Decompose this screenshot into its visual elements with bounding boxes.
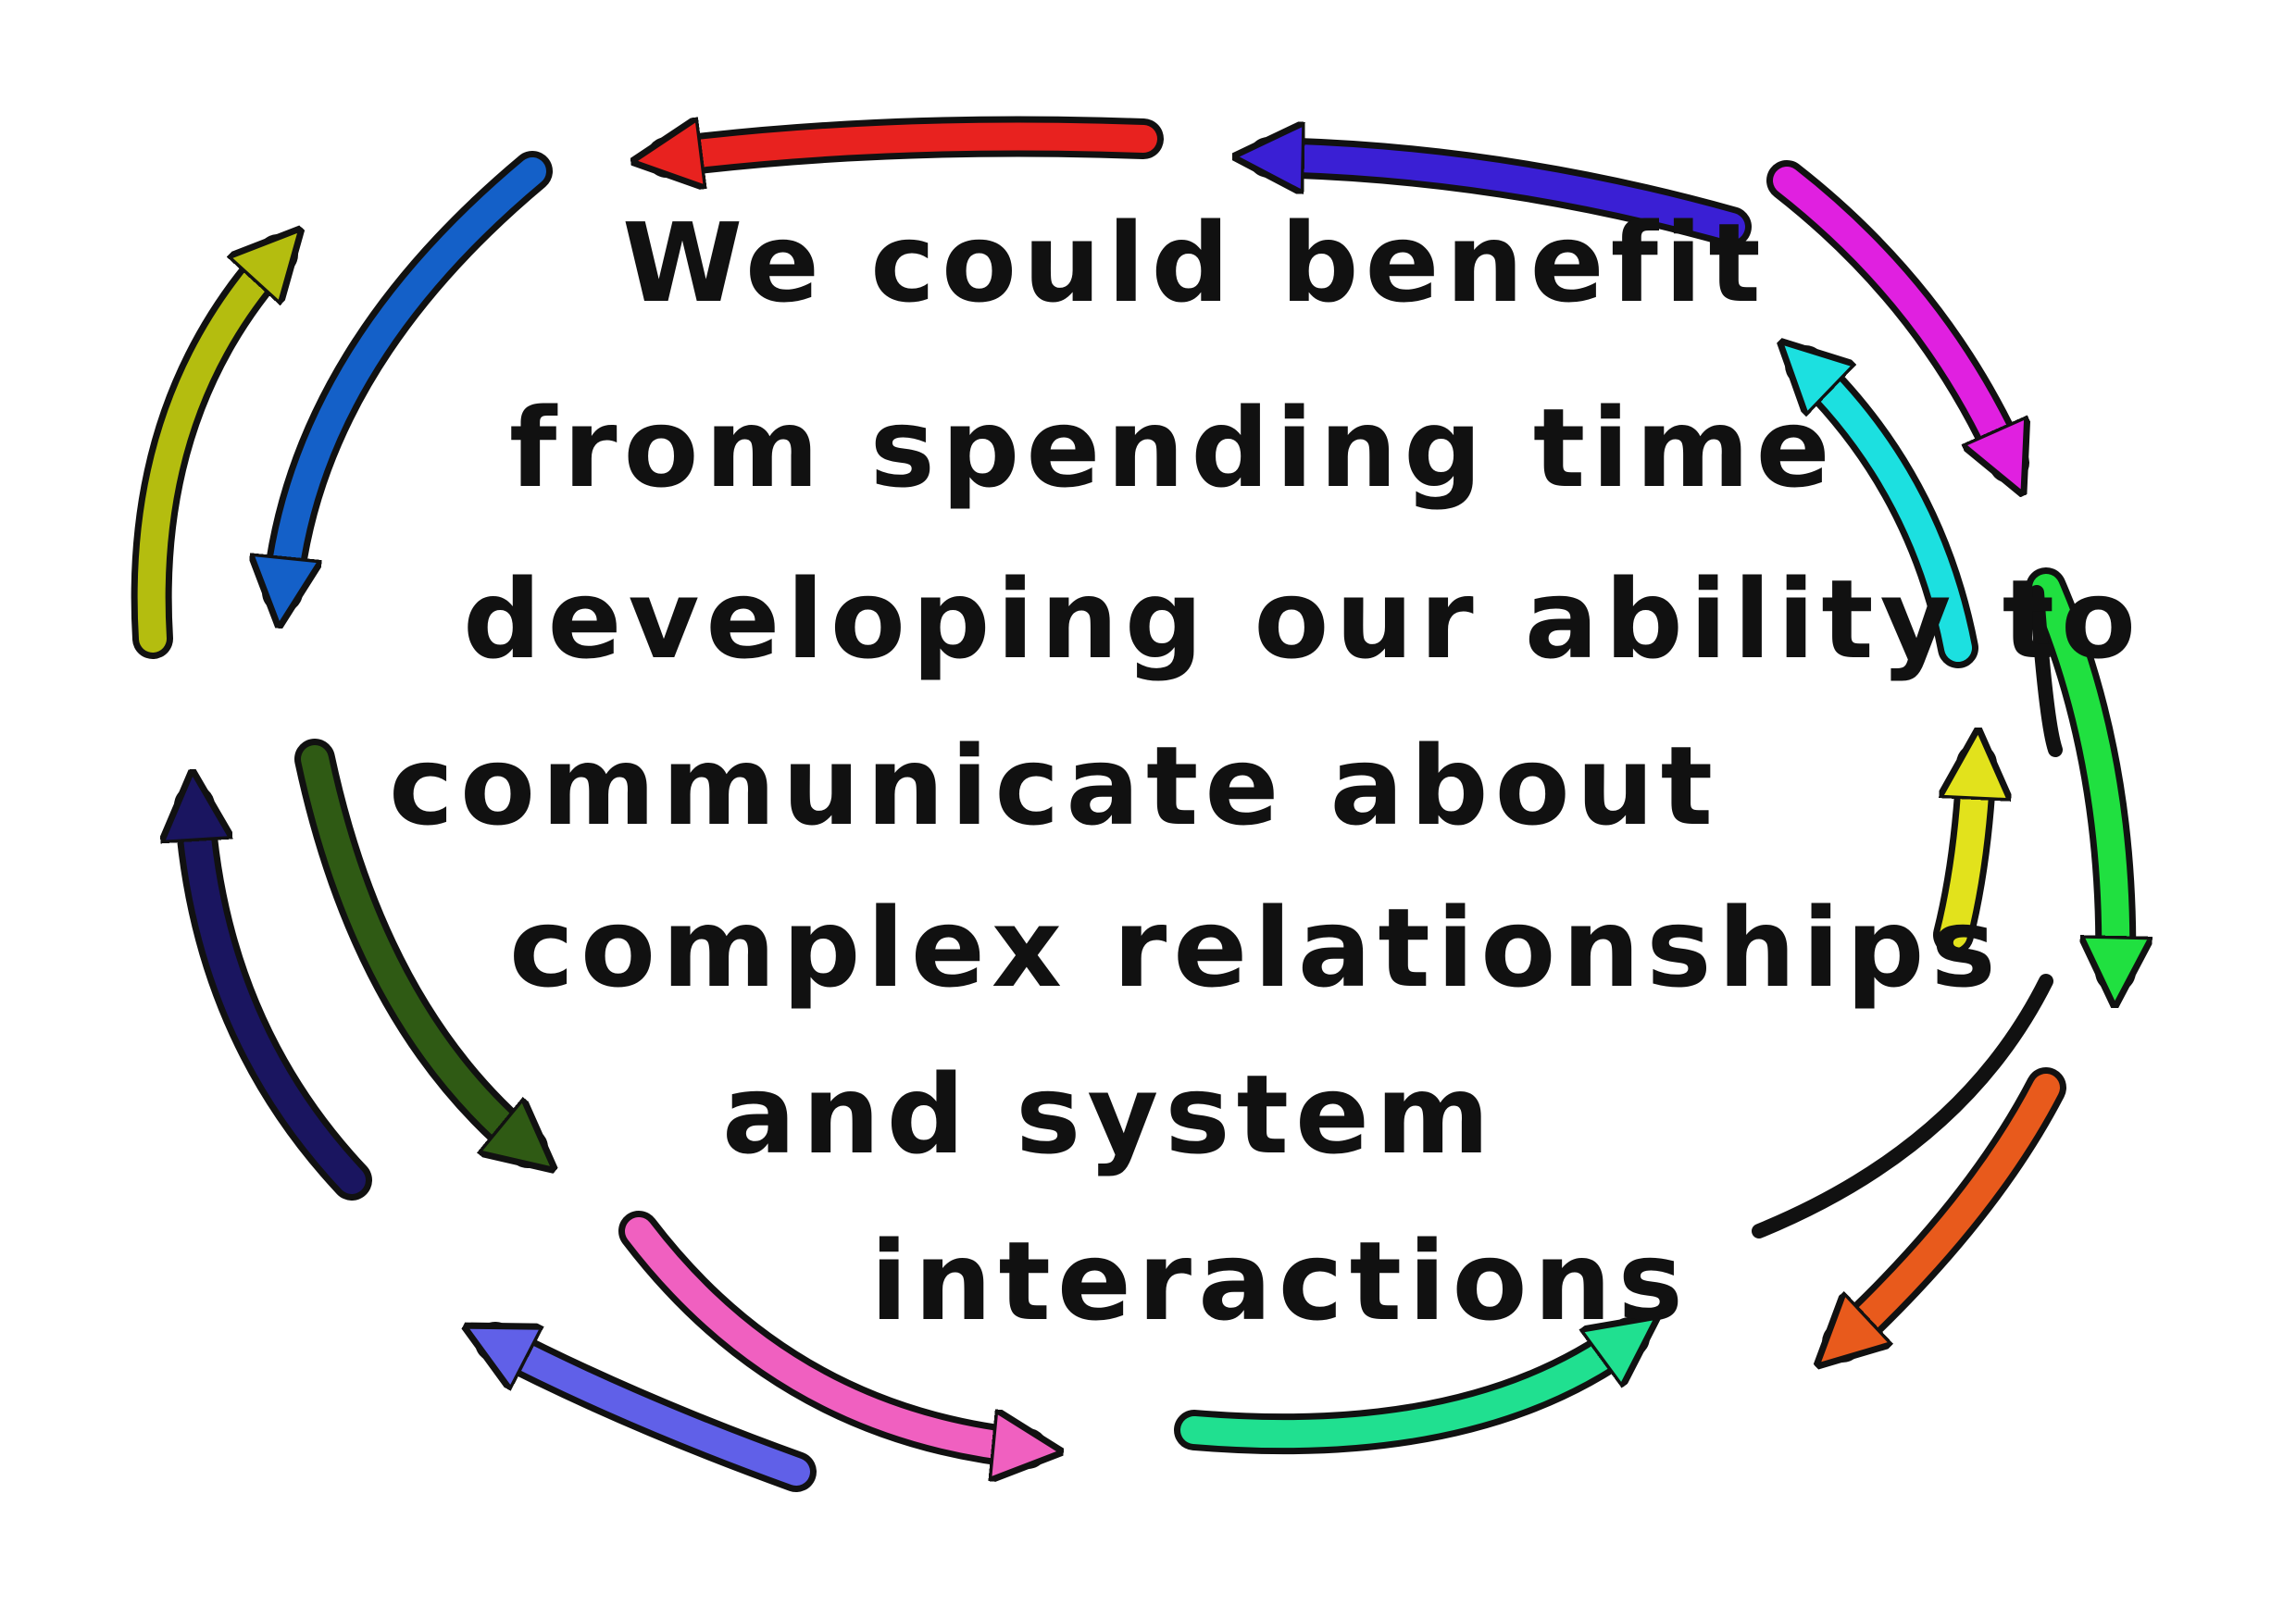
message-line-7: interactions [870,1217,1690,1345]
cyan-arrow-icon [1805,366,1978,668]
message-line-2: from spending time [509,384,1837,512]
navy-arrow-icon [194,805,372,1201]
message-line-4: communicate about [389,722,1720,850]
black-curve-right-upper [2029,585,2063,757]
sea-green-arrow-icon [1174,1338,1629,1455]
magenta-arrow-icon [1766,160,2009,463]
black-curve-right-lower [1752,974,2053,1238]
message-line-1: We could benefit [622,199,1767,327]
indigo-arrow-icon [1268,157,1752,247]
blue-arrow-icon [282,151,553,592]
message-line-6: and system [722,1051,1496,1178]
yellow-arrow-icon [1933,764,1977,955]
periwinkle-arrow-icon [495,1322,817,1492]
message-line-3: developing our ability to [463,555,2143,683]
message-line-5: complex relationships [509,884,2003,1012]
dark-green-arrow-icon [294,739,528,1148]
orange-arrow-icon [1842,1067,2066,1342]
message-text: We could benefit from spending time deve… [352,199,2136,1384]
red-arrow-icon [667,116,1164,158]
green-arrow-icon [2026,567,2115,972]
yellow-green-arrow-icon [131,255,278,659]
pink-arrow-icon [618,1211,1028,1449]
